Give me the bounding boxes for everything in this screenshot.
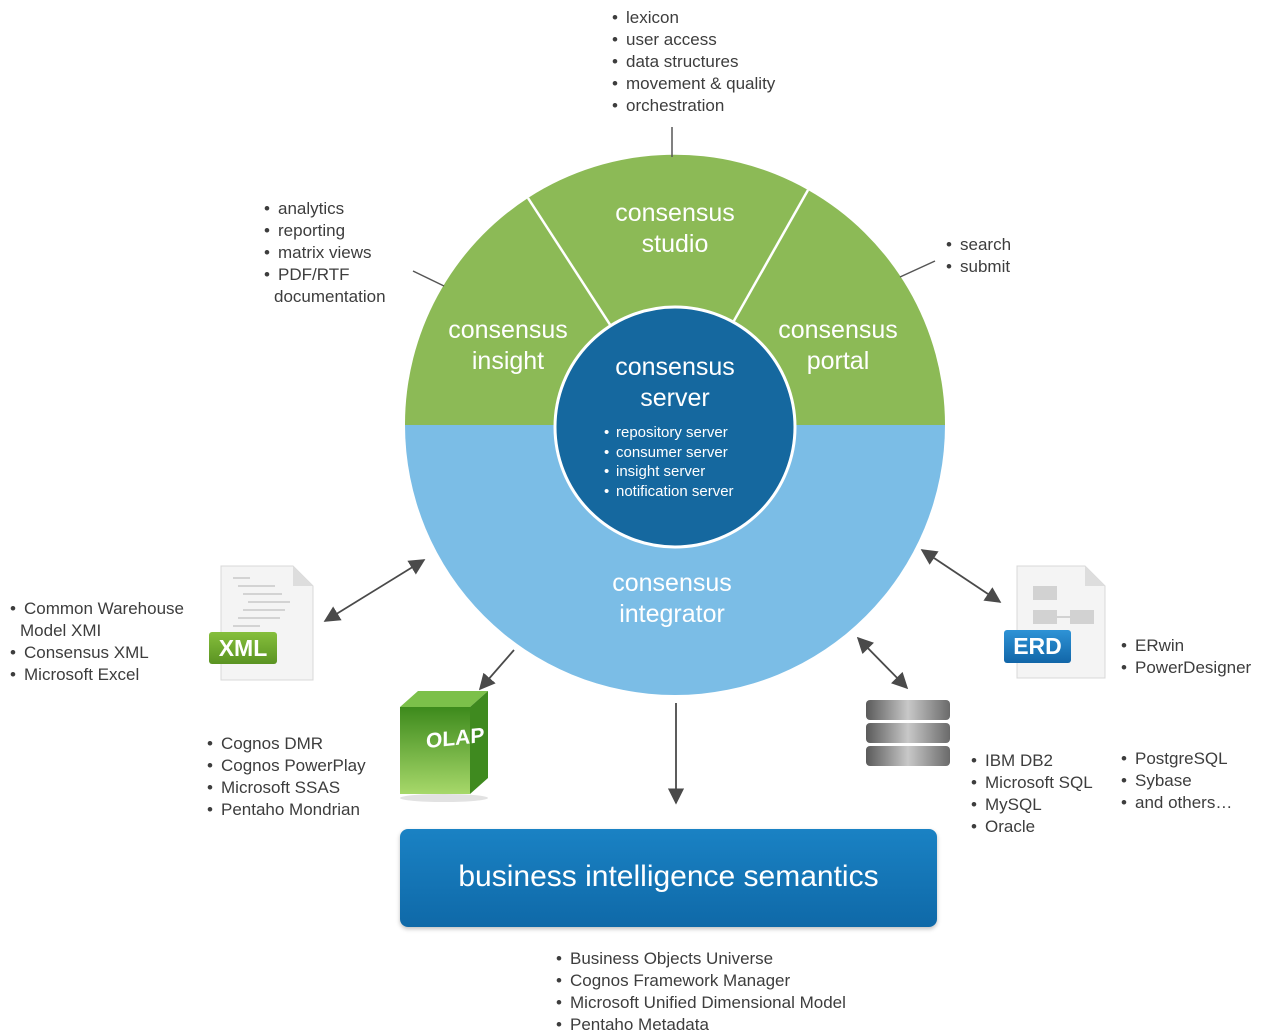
bi-target: Pentaho Metadata bbox=[556, 1014, 846, 1036]
integrator-segment bbox=[405, 425, 945, 695]
server-label-line2: server bbox=[640, 384, 710, 412]
insight-feature: PDF/RTF bbox=[264, 264, 386, 286]
bi-semantics-label: business intelligence semantics bbox=[458, 860, 879, 893]
olap-tool: Cognos DMR bbox=[207, 733, 366, 755]
xml-formats: Common Warehouse Model XMI Consensus XML… bbox=[10, 598, 184, 686]
database-item: Oracle bbox=[971, 816, 1093, 838]
integrator-label-line1: consensus bbox=[612, 569, 732, 597]
olap-tool: Pentaho Mondrian bbox=[207, 799, 366, 821]
olap-tool: Microsoft SSAS bbox=[207, 777, 366, 799]
erd-tool: ERwin bbox=[1121, 635, 1251, 657]
portal-feature: submit bbox=[946, 256, 1011, 278]
studio-label-line2: studio bbox=[641, 230, 709, 258]
studio-feature: data structures bbox=[612, 51, 775, 73]
server-item: insight server bbox=[604, 462, 734, 482]
database-item: Microsoft SQL bbox=[971, 772, 1093, 794]
bi-targets: Business Objects Universe Cognos Framewo… bbox=[556, 948, 846, 1036]
server-item: repository server bbox=[604, 423, 734, 443]
server-item: notification server bbox=[604, 482, 734, 502]
erd-tools: ERwin PowerDesigner bbox=[1121, 635, 1251, 679]
erd-badge: ERD bbox=[1004, 630, 1071, 663]
server-label-line1: consensus bbox=[615, 353, 735, 381]
olap-cube-icon bbox=[400, 691, 488, 802]
xml-format: Consensus XML bbox=[10, 642, 184, 664]
database-icon bbox=[866, 700, 950, 766]
studio-feature: user access bbox=[612, 29, 775, 51]
portal-label-line1: consensus bbox=[778, 316, 898, 344]
bi-target: Microsoft Unified Dimensional Model bbox=[556, 992, 846, 1014]
insight-connector bbox=[412, 270, 445, 287]
olap-tool: Cognos PowerPlay bbox=[207, 755, 366, 777]
olap-tools: Cognos DMR Cognos PowerPlay Microsoft SS… bbox=[207, 733, 366, 821]
server-label: consensus server bbox=[595, 352, 755, 414]
server-item: consumer server bbox=[604, 443, 734, 463]
database-item: MySQL bbox=[971, 794, 1093, 816]
studio-label: consensus studio bbox=[595, 198, 755, 260]
insight-label: consensus insight bbox=[428, 315, 588, 377]
insight-feature: analytics bbox=[264, 198, 386, 220]
integrator-label-line2: integrator bbox=[619, 600, 725, 628]
xml-badge: XML bbox=[209, 632, 277, 664]
studio-feature: lexicon bbox=[612, 7, 775, 29]
studio-label-line1: consensus bbox=[615, 199, 735, 227]
integrator-label: consensus integrator bbox=[592, 568, 752, 630]
studio-feature: movement & quality bbox=[612, 73, 775, 95]
insight-feature-continuation: documentation bbox=[274, 287, 386, 306]
portal-label: consensus portal bbox=[758, 315, 918, 377]
insight-label-line2: insight bbox=[471, 347, 545, 375]
bi-target: Cognos Framework Manager bbox=[556, 970, 846, 992]
studio-features: lexicon user access data structures move… bbox=[612, 7, 775, 117]
portal-connector bbox=[899, 260, 936, 278]
erd-arrow bbox=[920, 549, 1002, 603]
xml-format: Microsoft Excel bbox=[10, 664, 184, 686]
database-arrow bbox=[856, 636, 909, 690]
database-item: IBM DB2 bbox=[971, 750, 1093, 772]
xml-format: Common Warehouse bbox=[10, 598, 184, 620]
bi-target: Business Objects Universe bbox=[556, 948, 846, 970]
portal-label-line2: portal bbox=[806, 347, 870, 375]
portal-feature: search bbox=[946, 234, 1011, 256]
erd-tool: PowerDesigner bbox=[1121, 657, 1251, 679]
xml-arrow bbox=[323, 559, 426, 622]
xml-format-continuation: Model XMI bbox=[20, 621, 102, 640]
database-item: PostgreSQL bbox=[1121, 748, 1232, 770]
olap-arrow bbox=[478, 649, 515, 691]
insight-feature: matrix views bbox=[264, 242, 386, 264]
studio-segment bbox=[528, 154, 808, 425]
studio-feature: orchestration bbox=[612, 95, 775, 117]
bi-semantics-box: business intelligence semantics bbox=[400, 829, 937, 927]
insight-features: analytics reporting matrix views PDF/RTF… bbox=[264, 198, 386, 308]
portal-features: search submit bbox=[946, 234, 1011, 278]
server-items-list: repository server consumer server insigh… bbox=[604, 423, 734, 501]
database-item: and others… bbox=[1121, 792, 1232, 814]
database-list-left: IBM DB2 Microsoft SQL MySQL Oracle bbox=[971, 750, 1093, 838]
database-list-right: PostgreSQL Sybase and others… bbox=[1121, 748, 1232, 814]
insight-feature: reporting bbox=[264, 220, 386, 242]
insight-label-line1: consensus bbox=[448, 316, 568, 344]
database-item: Sybase bbox=[1121, 770, 1232, 792]
